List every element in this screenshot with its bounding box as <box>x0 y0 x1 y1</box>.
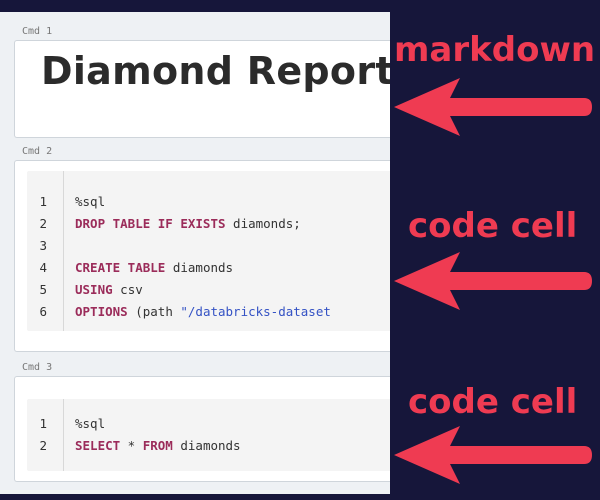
code-token: USING <box>75 282 113 297</box>
code-cell-sql-create[interactable]: 1 %sql 2 DROP TABLE IF EXISTS diamonds; 3 4 CR… <box>14 160 390 352</box>
code-token: diamonds <box>165 260 234 275</box>
line-number: 2 <box>39 438 47 453</box>
code-token: (path <box>127 304 181 319</box>
code-token: DROP TABLE IF EXISTS <box>75 216 226 231</box>
line-number-gutter <box>27 399 64 471</box>
arrow-left-icon <box>394 78 592 136</box>
code-token: diamonds; <box>225 216 301 231</box>
code-text: DROP TABLE IF EXISTS diamonds; <box>75 213 301 235</box>
code-text: USING csv <box>75 279 143 301</box>
notebook-panel: Cmd 1 Diamond Report Cmd 2 1 %sql 2 DROP TA… <box>0 12 390 494</box>
cmd-label-2: Cmd 2 <box>22 146 53 157</box>
line-number: 3 <box>39 238 47 253</box>
code-text: CREATE TABLE diamonds <box>75 257 233 279</box>
report-title: Diamond Report <box>41 49 390 93</box>
code-token: csv <box>112 282 143 297</box>
line-number: 5 <box>39 282 47 297</box>
cmd-label-1: Cmd 1 <box>22 26 53 37</box>
code-token: FROM <box>142 438 173 453</box>
code-editor[interactable]: 1 %sql 2 DROP TABLE IF EXISTS diamonds; 3 4 CR… <box>27 171 390 331</box>
annotation-markdown: markdown <box>394 30 596 70</box>
code-token: %sql <box>75 416 106 431</box>
line-number: 2 <box>39 216 47 231</box>
code-text: OPTIONS (path "/databricks-dataset <box>75 301 331 323</box>
code-token: "/databricks-dataset <box>180 304 331 319</box>
code-text: %sql <box>75 191 105 213</box>
line-number: 6 <box>39 304 47 319</box>
code-token: %sql <box>75 194 106 209</box>
arrow-left-icon <box>394 252 592 310</box>
line-number: 1 <box>39 194 47 209</box>
markdown-cell[interactable]: Diamond Report <box>14 40 390 138</box>
code-text: %sql <box>75 413 105 435</box>
line-number: 4 <box>39 260 47 275</box>
arrow-left-icon <box>394 426 592 484</box>
code-token: CREATE TABLE <box>75 260 166 275</box>
code-cell-sql-select[interactable]: 1 %sql 2 SELECT * FROM diamonds <box>14 376 390 482</box>
annotation-code-cell-1: code cell <box>408 206 578 246</box>
annotation-code-cell-2: code cell <box>408 382 578 422</box>
code-text: SELECT * FROM diamonds <box>75 435 241 457</box>
cmd-label-3: Cmd 3 <box>22 362 53 373</box>
line-number: 1 <box>39 416 47 431</box>
code-token: OPTIONS <box>75 304 128 319</box>
line-number-gutter <box>27 171 64 331</box>
code-token: diamonds <box>172 438 241 453</box>
code-editor[interactable]: 1 %sql 2 SELECT * FROM diamonds <box>27 399 390 471</box>
code-token: * <box>120 438 143 453</box>
code-token: SELECT <box>75 438 121 453</box>
